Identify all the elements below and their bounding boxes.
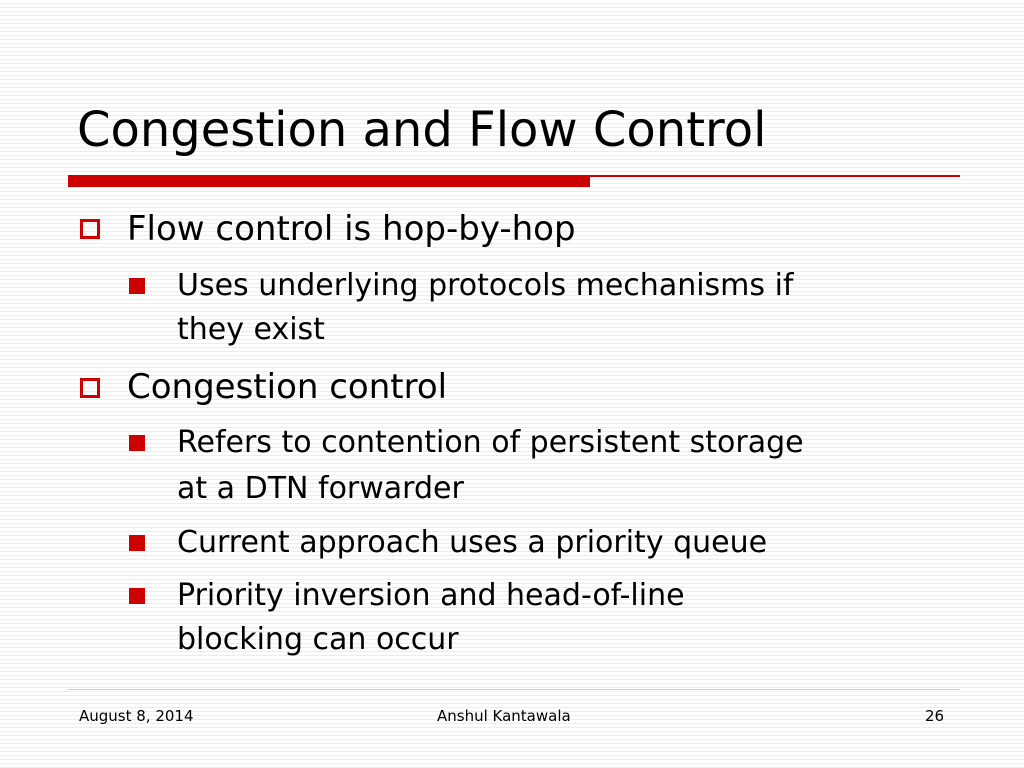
sub-bullet-line: Priority inversion and head-of-line (177, 578, 685, 613)
page-number: 26 (925, 707, 945, 725)
filled-square-bullet-icon (129, 588, 145, 604)
title-underline-thin (590, 175, 960, 177)
sub-bullet-line: blocking can occur (177, 622, 459, 657)
filled-square-bullet-icon (129, 435, 145, 451)
hollow-square-bullet-icon (80, 378, 100, 398)
sub-bullet-line: Refers to contention of persistent stora… (177, 425, 804, 460)
footer-author: Anshul Kantawala (437, 707, 571, 725)
filled-square-bullet-icon (129, 278, 145, 294)
title-underline-thick (68, 175, 590, 187)
footer-date: August 8, 2014 (79, 707, 194, 725)
bullet-item: Congestion control (127, 367, 448, 407)
slide-title: Congestion and Flow Control (77, 102, 767, 158)
sub-bullet-line: they exist (177, 312, 325, 347)
sub-bullet-line: Current approach uses a priority queue (177, 525, 768, 560)
footer-divider (68, 689, 960, 690)
bullet-item: Flow control is hop-by-hop (127, 209, 576, 249)
sub-bullet-line: at a DTN forwarder (177, 471, 464, 506)
filled-square-bullet-icon (129, 535, 145, 551)
sub-bullet-line: Uses underlying protocols mechanisms if (177, 268, 794, 303)
hollow-square-bullet-icon (80, 219, 100, 239)
